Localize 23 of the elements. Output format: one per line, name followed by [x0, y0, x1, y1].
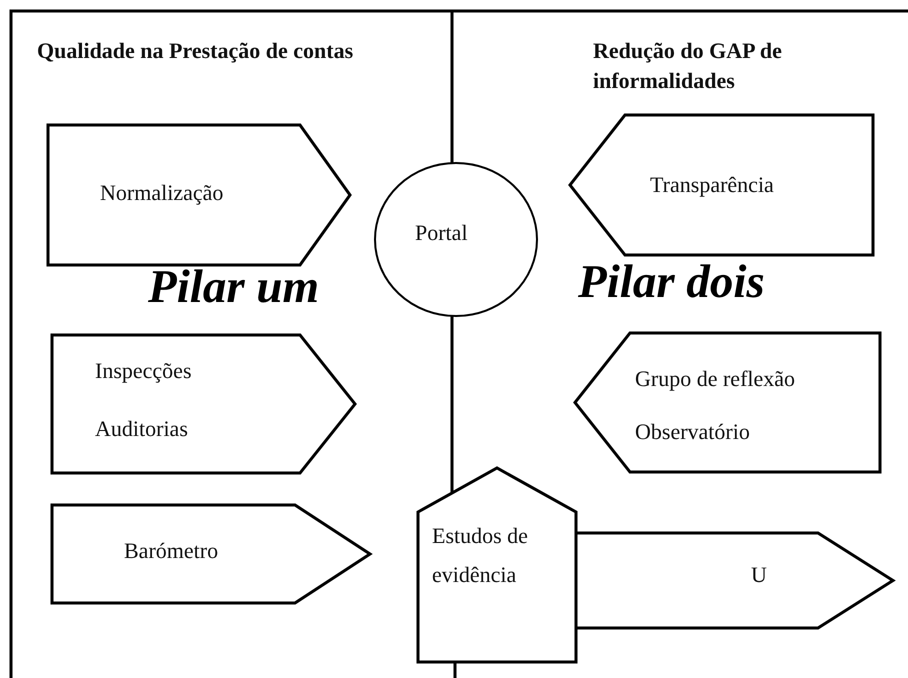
- arrow-pentagon: [52, 335, 355, 473]
- node-label: Transparência: [650, 171, 774, 199]
- pillar-title: Pilar um: [148, 260, 320, 314]
- node-label: Estudos de evidência: [432, 522, 529, 589]
- node-label: Inspecções: [95, 357, 192, 385]
- node-label: Portal: [415, 219, 468, 247]
- house-pentagon: [418, 468, 576, 662]
- arrow-pentagon: [52, 505, 370, 603]
- node-label: Barómetro: [124, 537, 218, 565]
- connector-line: [450, 316, 454, 494]
- node-label: Auditorias: [95, 415, 188, 443]
- node-label: Normalização: [100, 179, 224, 207]
- arrow-pentagon: [576, 533, 893, 628]
- arrow-pentagon: [575, 333, 880, 472]
- arrow-pentagon: [48, 125, 350, 265]
- arrow-pentagon: [570, 115, 873, 255]
- node-label: U: [751, 561, 767, 589]
- circle: [375, 163, 537, 316]
- section-heading: Redução do GAP de informalidades: [593, 37, 783, 95]
- pillar-title: Pilar dois: [578, 255, 765, 309]
- section-heading: Qualidade na Prestação de contas: [37, 37, 354, 65]
- node-label: Observatório: [635, 418, 750, 446]
- node-label: Grupo de reflexão: [635, 365, 796, 393]
